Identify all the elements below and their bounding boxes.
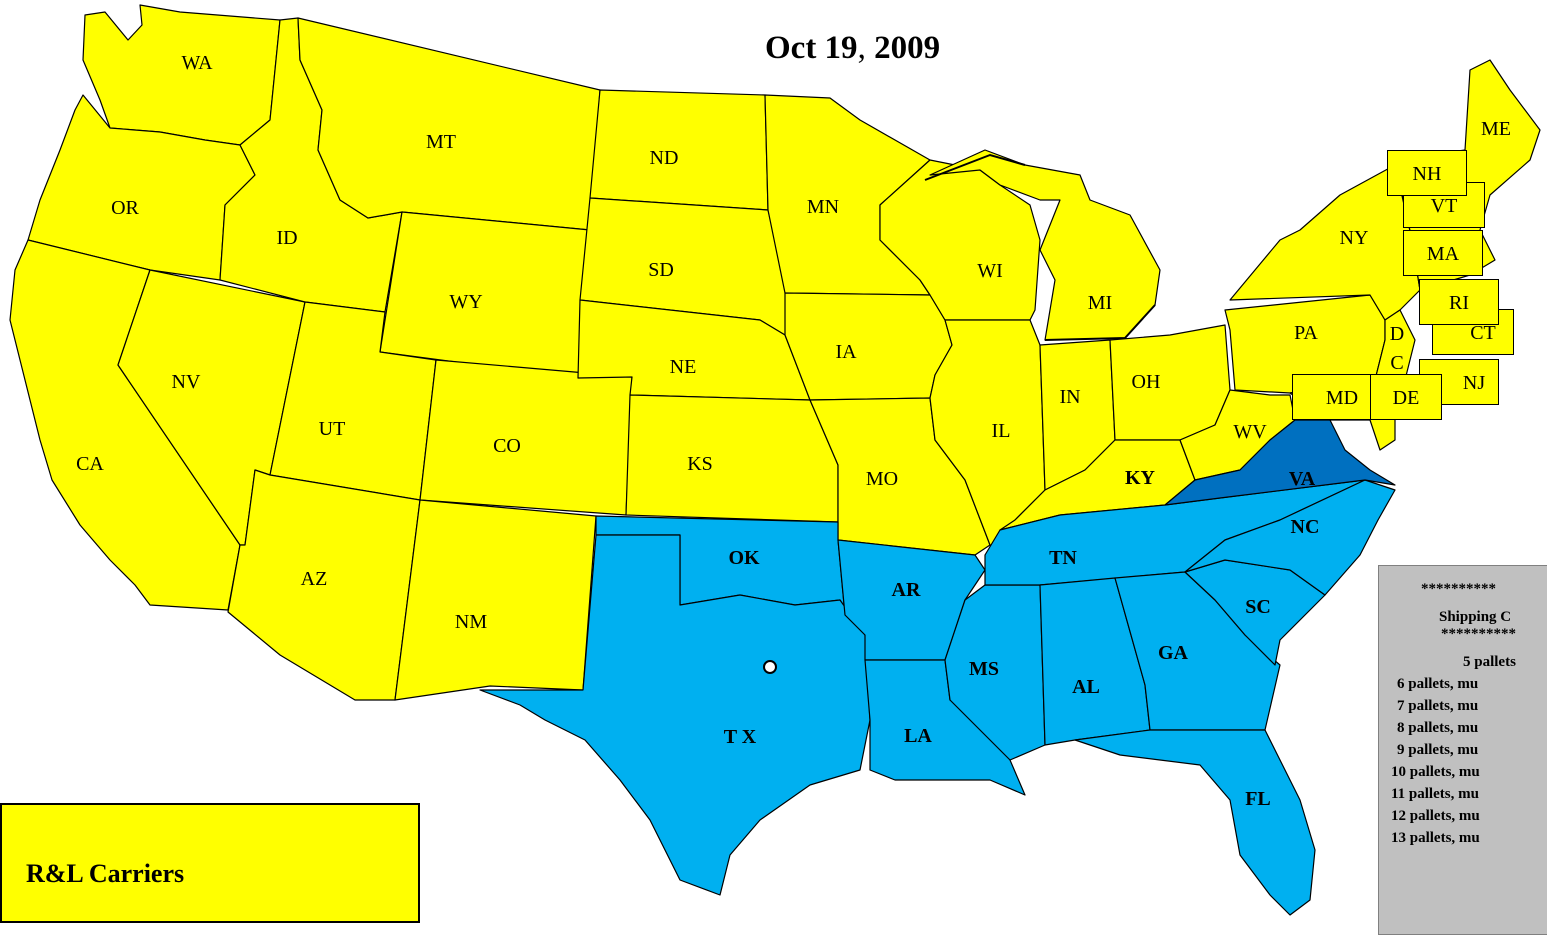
callout-md-label: MD xyxy=(1325,387,1359,409)
label-ok: OK xyxy=(728,547,760,569)
label-mi: MI xyxy=(1088,292,1112,314)
label-nc: NC xyxy=(1291,516,1320,538)
title-date: Oct 19 xyxy=(765,30,858,66)
label-tx: T X xyxy=(724,726,757,748)
label-pa: PA xyxy=(1294,322,1318,344)
state-ia[interactable] xyxy=(784,292,953,401)
label-wy: WY xyxy=(449,291,482,313)
label-az: AZ xyxy=(301,568,328,590)
label-sd: SD xyxy=(648,259,674,281)
state-oh[interactable] xyxy=(1109,324,1231,441)
shipping-info-panel: ********** Shipping C ********** 5 palle… xyxy=(1378,565,1547,935)
label-nv: NV xyxy=(172,371,201,393)
state-mt[interactable] xyxy=(297,17,601,231)
label-ia: IA xyxy=(835,341,857,363)
state-labels: WA OR CA ID NV MT WY UT AZ CO NM ND SD N… xyxy=(76,52,1511,810)
info-line: 8 pallets, mu xyxy=(1397,720,1479,736)
label-ks: KS xyxy=(687,453,713,475)
state-nm[interactable] xyxy=(394,499,597,701)
title-year: 2009 xyxy=(874,30,941,66)
map-date-title: Oct 19, 2009 xyxy=(765,30,940,67)
info-line: ********** xyxy=(1421,581,1496,597)
state-wa[interactable] xyxy=(82,4,281,146)
info-line: 5 pallets xyxy=(1463,654,1516,670)
callout-de[interactable]: DE xyxy=(1370,374,1442,420)
label-al: AL xyxy=(1072,676,1100,698)
label-wi: WI xyxy=(977,260,1003,282)
info-line: 11 pallets, mu xyxy=(1391,786,1479,802)
label-il: IL xyxy=(992,420,1011,442)
callout-nj-label: NJ xyxy=(1462,372,1486,394)
state-nd[interactable] xyxy=(589,89,769,211)
dark-blue-region xyxy=(1164,419,1396,506)
callout-md[interactable]: MD xyxy=(1292,374,1372,420)
label-nm: NM xyxy=(455,611,487,633)
info-line: 6 pallets, mu xyxy=(1397,676,1479,692)
callout-ct-label: CT xyxy=(1470,322,1496,344)
label-ut: UT xyxy=(319,418,346,440)
label-me: ME xyxy=(1481,118,1511,140)
yellow-region xyxy=(9,4,1541,701)
label-ms: MS xyxy=(969,658,999,680)
label-oh: OH xyxy=(1132,371,1161,393)
state-va[interactable] xyxy=(1164,419,1396,506)
info-line: Shipping C xyxy=(1439,609,1512,625)
legend-carrier-label: R&L Carriers xyxy=(26,859,185,888)
callout-ri-label: RI xyxy=(1449,292,1469,314)
label-sc: SC xyxy=(1245,596,1271,618)
state-ks[interactable] xyxy=(625,394,839,523)
label-mo: MO xyxy=(866,468,898,490)
title-sep: , xyxy=(857,30,866,66)
callout-nh-label: NH xyxy=(1412,163,1442,185)
callout-ri[interactable]: RI xyxy=(1419,279,1499,325)
state-wy[interactable] xyxy=(379,211,591,379)
info-line: ********** xyxy=(1441,626,1516,642)
info-line: 7 pallets, mu xyxy=(1397,698,1479,714)
label-mt: MT xyxy=(426,131,456,153)
us-map: WA OR CA ID NV MT WY UT AZ CO NM ND SD N… xyxy=(9,4,1541,916)
label-ne: NE xyxy=(670,356,697,378)
carrier-legend: R&L Carriers xyxy=(0,803,420,923)
info-line: 13 pallets, mu xyxy=(1391,830,1480,846)
callout-ma[interactable]: MA xyxy=(1403,230,1483,276)
light-blue-region xyxy=(479,479,1396,916)
info-line: 12 pallets, mu xyxy=(1391,808,1480,824)
state-nc[interactable] xyxy=(1184,479,1396,596)
label-tn: TN xyxy=(1049,547,1077,569)
label-co: CO xyxy=(493,435,521,457)
texas-city-marker xyxy=(763,660,777,674)
callout-de-label: DE xyxy=(1392,387,1420,409)
state-tx[interactable] xyxy=(479,534,871,896)
state-fl[interactable] xyxy=(1074,729,1316,916)
callout-vt-label: VT xyxy=(1430,195,1458,217)
label-wa: WA xyxy=(181,52,213,74)
label-or: OR xyxy=(111,197,139,219)
label-fl: FL xyxy=(1245,788,1271,810)
label-mn: MN xyxy=(807,196,839,218)
label-la: LA xyxy=(904,725,932,747)
label-ny: NY xyxy=(1340,227,1369,249)
label-wv: WV xyxy=(1233,421,1267,443)
callout-nh[interactable]: NH xyxy=(1387,150,1467,196)
label-ga: GA xyxy=(1158,642,1189,664)
info-line: 10 pallets, mu xyxy=(1391,764,1480,780)
label-dc-top: D xyxy=(1390,323,1404,345)
label-ca: CA xyxy=(76,453,104,475)
label-dc-bottom: C xyxy=(1390,352,1403,374)
info-line: 9 pallets, mu xyxy=(1397,742,1479,758)
label-ar: AR xyxy=(892,579,921,601)
callout-ma-label: MA xyxy=(1426,243,1460,265)
label-in: IN xyxy=(1059,386,1080,408)
lake-outlines xyxy=(924,153,1156,341)
label-ky: KY xyxy=(1125,467,1156,489)
state-co[interactable] xyxy=(419,359,633,516)
label-nd: ND xyxy=(650,147,679,169)
label-id: ID xyxy=(276,227,297,249)
label-va: VA xyxy=(1289,468,1316,490)
